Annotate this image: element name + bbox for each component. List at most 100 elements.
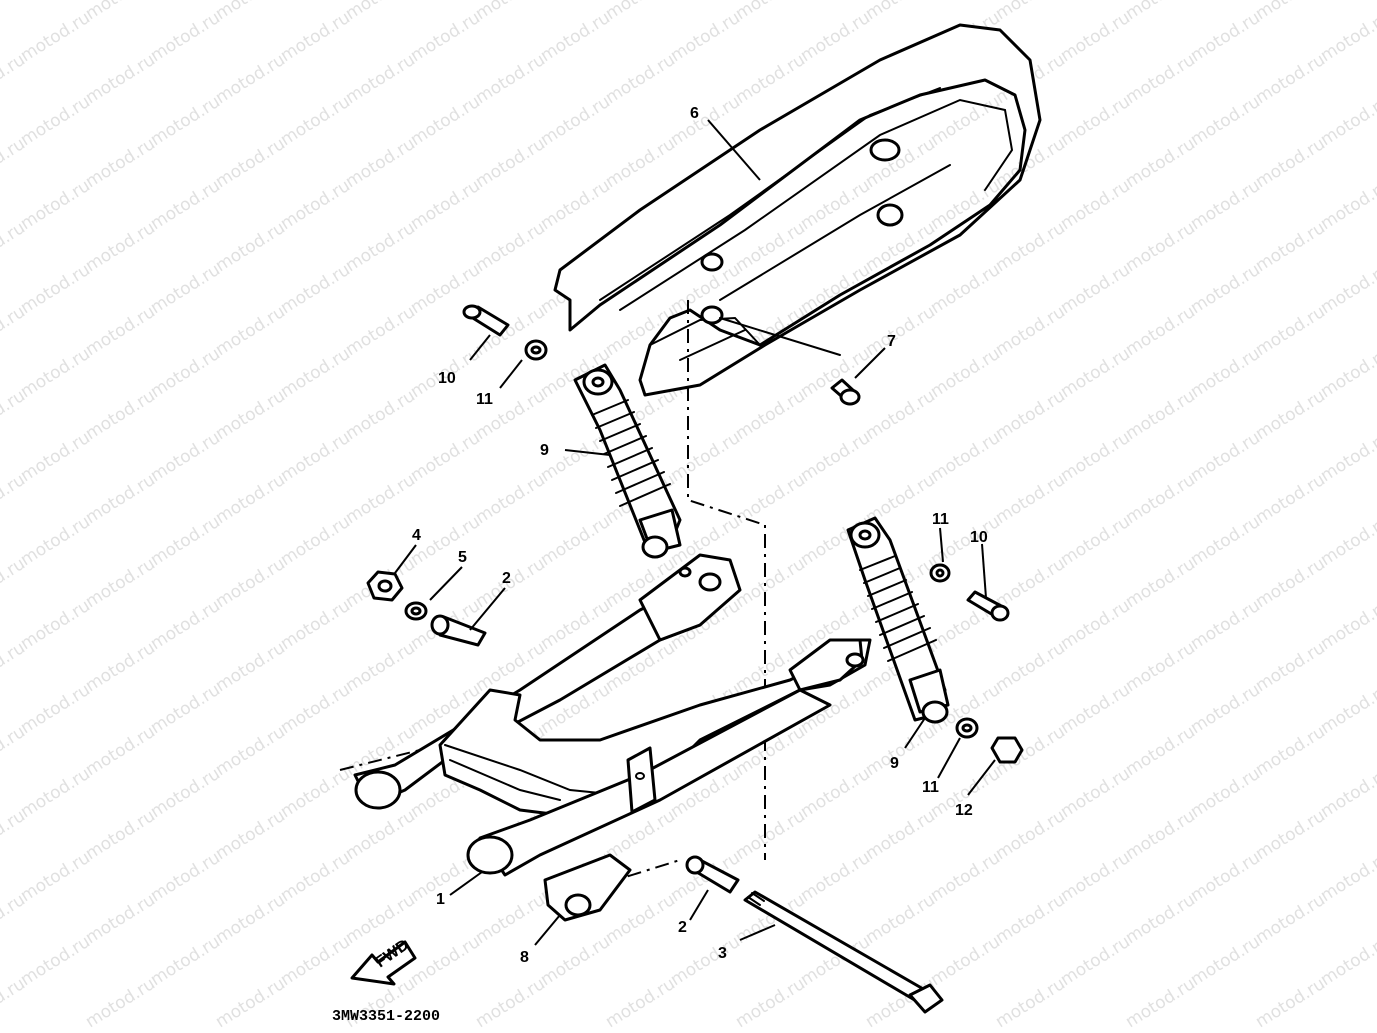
watermark-text: motod.ru	[1317, 176, 1377, 234]
watermark-text: motod.ru	[1057, 428, 1134, 486]
watermark-text: motod.ru	[1122, 470, 1199, 528]
watermark-text: motod.ru	[602, 0, 679, 24]
callout-9-right: 9	[890, 755, 899, 772]
watermark-text: motod.ru	[82, 638, 159, 696]
watermark-text: motod.ru	[1187, 680, 1264, 738]
watermark-text: motod.ru	[1122, 806, 1199, 864]
watermark-text: motod.ru	[277, 344, 354, 402]
watermark-text: motod.ru	[342, 890, 419, 948]
watermark-text: motod.ru	[1252, 638, 1329, 696]
watermark-text: motod.ru	[732, 974, 809, 1032]
watermark-text: motod.ru	[17, 428, 94, 486]
watermark-text: motod.ru	[472, 0, 549, 24]
watermark-text: motod.ru	[992, 806, 1069, 864]
watermark-text: motod.ru	[17, 92, 94, 150]
watermark-text: motod.ru	[147, 344, 224, 402]
watermark-text: motod.ru	[82, 470, 159, 528]
watermark-text: motod.ru	[992, 386, 1069, 444]
watermark-text: motod.ru	[17, 932, 94, 990]
pivot-shaft-part	[743, 890, 944, 1014]
watermark-text: motod.ru	[1317, 764, 1377, 822]
watermark-text: motod.ru	[147, 512, 224, 570]
watermark-text: motod.ru	[472, 50, 549, 108]
flange-bolt-part	[830, 378, 861, 406]
watermark-text: motod.ru	[862, 386, 939, 444]
watermark-text: motod.ru	[277, 680, 354, 738]
watermark-text: motod.ru	[147, 932, 224, 990]
watermark-text: motod.ru	[1252, 554, 1329, 612]
watermark-text: motod.ru	[1252, 722, 1329, 780]
watermark-text: motod.ru	[732, 50, 809, 108]
watermark-text: motod.ru	[472, 218, 549, 276]
watermark-text: motod.ru	[1252, 50, 1329, 108]
watermark-text: motod.ru	[212, 218, 289, 276]
watermark-text: motod.ru	[342, 470, 419, 528]
watermark-text: motod.ru	[732, 386, 809, 444]
watermark-text: motod.ru	[1057, 176, 1134, 234]
watermark-text: motod.ru	[82, 134, 159, 192]
watermark-text: motod.ru	[1187, 512, 1264, 570]
watermark-text: motod.ru	[1252, 302, 1329, 360]
watermark-text: motod.ru	[342, 302, 419, 360]
callout-12: 12	[955, 802, 973, 819]
watermark-text: motod.ru	[1317, 596, 1377, 654]
watermark-text: motod.ru	[1187, 932, 1264, 990]
watermark-text: motod.ru	[862, 302, 939, 360]
watermark-text: motod.ru	[342, 218, 419, 276]
watermark-text: motod.ru	[992, 974, 1069, 1032]
watermark-text: motod.ru	[732, 0, 809, 24]
watermark-text: motod.ru	[212, 0, 289, 24]
watermark-text: motod.ru	[537, 8, 614, 66]
shock-absorber-part-left	[573, 363, 682, 559]
watermark-text: motod.ru	[147, 260, 224, 318]
bolt-part-right	[966, 590, 1010, 622]
watermark-text: motod.ru	[277, 764, 354, 822]
watermark-text: motod.ru	[1317, 92, 1377, 150]
watermark-text: motod.ru	[667, 92, 744, 150]
watermark-text: motod.ru	[797, 764, 874, 822]
watermark-text: motod.ru	[277, 92, 354, 150]
watermark-text: motod.ru	[82, 0, 159, 24]
callout-labels: 6 7 10 11 9 4 5 2 11 10 9 11 12 1 2 3 8	[412, 105, 988, 966]
watermark-text: motod.ru	[1057, 680, 1134, 738]
watermark-text: motod.ru	[1057, 932, 1134, 990]
watermark-text: motod.ru	[1187, 92, 1264, 150]
watermark-text: motod.ru	[472, 134, 549, 192]
callout-7: 7	[887, 333, 896, 350]
watermark-text: motod.ru	[1252, 134, 1329, 192]
watermark-text: motod.ru	[407, 8, 484, 66]
watermark-text: motod.ru	[82, 50, 159, 108]
watermark-text: motod.ru	[797, 428, 874, 486]
watermark-text: motod.ru	[277, 932, 354, 990]
watermark-text: motod.ru	[147, 764, 224, 822]
watermark-text: motod.ru	[1317, 512, 1377, 570]
watermark-text: motod.ru	[82, 890, 159, 948]
watermark-text: motod.ru	[1187, 596, 1264, 654]
watermark-text: motod.ru	[1252, 974, 1329, 1032]
callout-11-right-upper: 11	[932, 511, 949, 528]
watermark-text: motod.ru	[82, 302, 159, 360]
watermark-text: motod.ru	[992, 890, 1069, 948]
watermark-text: motod.ru	[1057, 512, 1134, 570]
collar-part-lower	[685, 855, 740, 894]
watermark-text: motod.ru	[277, 176, 354, 234]
watermark-text: motod.ru	[1057, 344, 1134, 402]
callout-10-left: 10	[438, 370, 456, 387]
watermark-text: motod.ru	[342, 638, 419, 696]
watermark-text: motod.ru	[1252, 806, 1329, 864]
watermark-text: motod.ru	[992, 218, 1069, 276]
diagram-code: 3MW3351-2200	[332, 1008, 440, 1025]
watermark-text: motod.ru	[1122, 974, 1199, 1032]
watermark-text: motod.ru	[797, 8, 874, 66]
watermark-text: motod.ru	[537, 512, 614, 570]
watermark-text: motod.ru	[17, 176, 94, 234]
watermark-text: motod.ru	[277, 428, 354, 486]
watermark-text: motod.ru	[342, 0, 419, 24]
watermark-text: motod.ru	[862, 890, 939, 948]
bolt-part-left	[462, 304, 510, 337]
collar-part-upper	[430, 614, 487, 647]
watermark-text: motod.ru	[1252, 386, 1329, 444]
watermark-text: motod.ru	[602, 134, 679, 192]
watermark-text: motod.ru	[342, 50, 419, 108]
watermark-text: motod.ru	[17, 512, 94, 570]
